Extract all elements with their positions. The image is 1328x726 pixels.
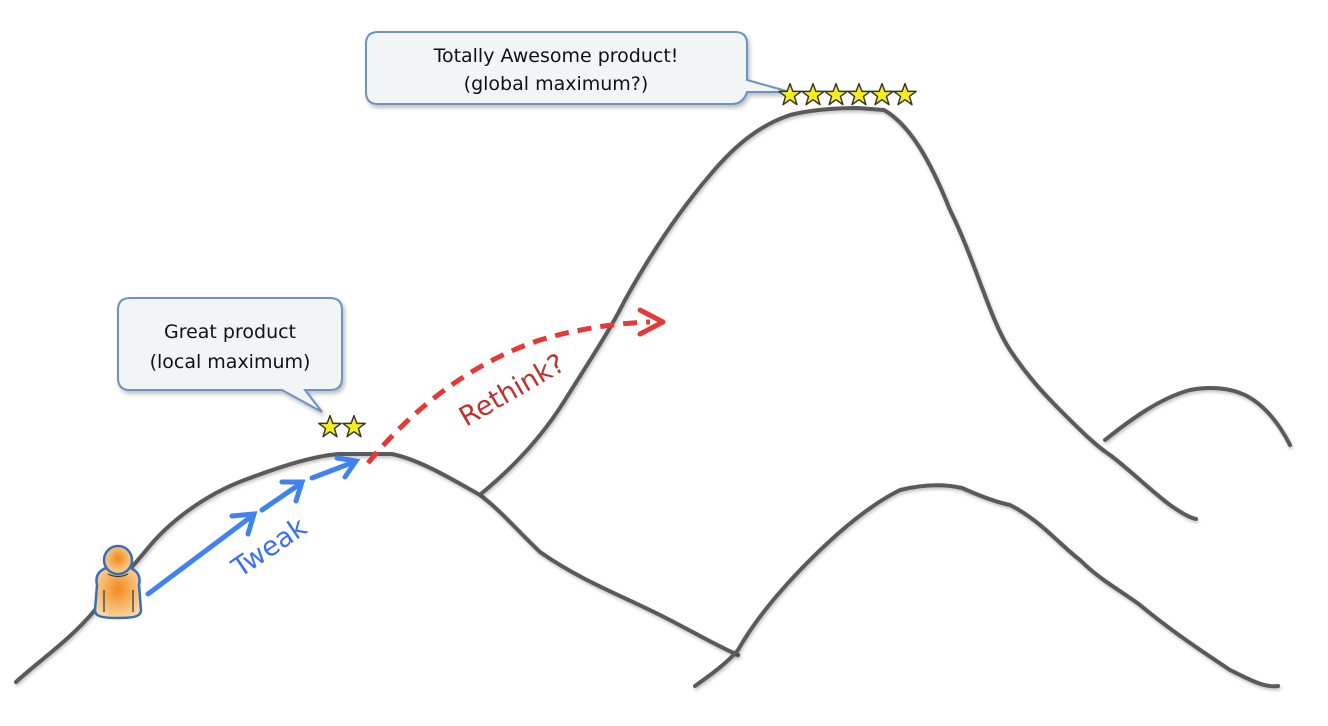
- global-bubble-line1: Totally Awesome product!: [433, 45, 679, 67]
- tweak-label: Tweak: [226, 512, 313, 585]
- speech-bubble: [117, 297, 343, 413]
- rethink-dashed-path: [366, 319, 651, 465]
- tweak-arrow-1: [145, 513, 255, 597]
- star-icon: [342, 415, 366, 438]
- tweak-arrow-3: [309, 459, 357, 481]
- star-icon: [801, 83, 825, 106]
- star-icon: [318, 415, 342, 438]
- global-peak-outline: [480, 106, 1198, 521]
- tweak-arrows: [145, 455, 361, 597]
- global-maximum-callout: Totally Awesome product! (global maximum…: [365, 31, 791, 105]
- speech-bubble: [365, 31, 791, 105]
- local-bubble-line1: Great product: [164, 321, 296, 343]
- rethink-arrow: [366, 307, 666, 465]
- star-icon: [847, 83, 871, 106]
- lower-right-hill-outline: [693, 483, 1280, 689]
- star-icon: [778, 83, 802, 106]
- arrowhead-icon: [279, 479, 306, 504]
- six-star-rating: [778, 83, 917, 106]
- arrowhead-icon: [229, 511, 258, 537]
- mountains: [14, 106, 1292, 689]
- two-star-rating: [318, 415, 366, 438]
- star-icon: [824, 83, 848, 106]
- arrowhead-icon: [637, 307, 666, 337]
- local-maximum-callout: Great product (local maximum): [117, 297, 343, 413]
- star-icon: [870, 83, 894, 106]
- arrowhead-icon: [334, 455, 361, 480]
- tweak-arrow-2: [259, 481, 303, 513]
- global-bubble-line2: (global maximum?): [464, 73, 649, 95]
- person-icon: [93, 544, 143, 620]
- far-right-hill-outline: [1103, 385, 1292, 447]
- local-bubble-line2: (local maximum): [150, 351, 311, 373]
- star-icon: [893, 83, 917, 106]
